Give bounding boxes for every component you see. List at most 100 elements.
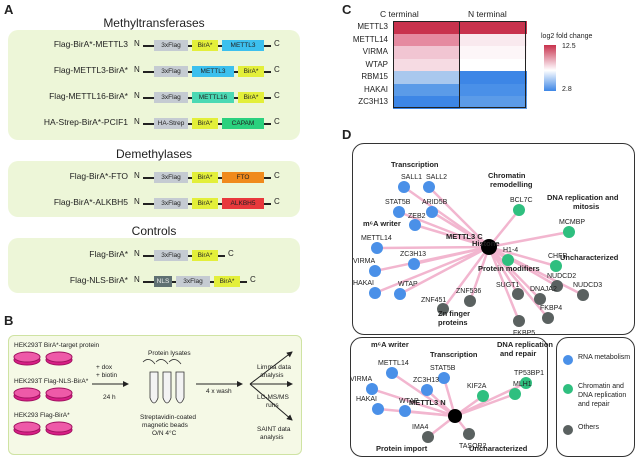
group-protein-import: Protein import: [376, 444, 428, 453]
network-node: [534, 293, 546, 305]
heatmap-row-label: WTAP: [365, 59, 388, 69]
segment-bira: BirA*: [238, 66, 264, 77]
heatmap-cell-n: [460, 96, 527, 109]
legend-swatch: [563, 355, 573, 365]
group-zinc-2: proteins: [438, 318, 468, 327]
legend-box: [556, 337, 635, 457]
n-terminus: N: [134, 275, 140, 284]
network-node-label: CHFR: [548, 253, 568, 260]
network-node-label: STAT5B: [430, 365, 456, 372]
network-node-label: ZC3H13: [400, 251, 427, 258]
tubes: [142, 359, 185, 404]
output-2b: runs: [266, 402, 279, 409]
c-terminus: C: [274, 117, 280, 126]
treat-biotin: + biotin: [96, 372, 118, 379]
segment-bira: BirA*: [192, 172, 218, 183]
segment-hastrep: HA-Strep: [154, 118, 188, 129]
construct-label: Flag-METTL16-BirA*: [49, 91, 128, 101]
col-header-n: N terminal: [468, 9, 507, 19]
group-dna-bottom-2: and repair: [500, 349, 537, 358]
heatmap-cell-c: [393, 21, 460, 34]
network-node: [502, 254, 514, 266]
network-node-label: VIRMA: [350, 376, 373, 383]
petri-dishes: [13, 351, 73, 436]
network-node: [393, 206, 405, 218]
construct-label: Flag-NLS-BirA*: [69, 275, 128, 285]
beads-label-1: Streptavidin-coated: [140, 414, 197, 421]
network-node-label: WTAP: [399, 398, 419, 405]
network-node-label: TASOR2: [459, 443, 487, 450]
network-node: [550, 260, 562, 272]
network-node-label: FKBP5: [513, 330, 536, 337]
network-node: [477, 390, 489, 402]
network-edge: [414, 223, 490, 249]
panel-d-letter: D: [342, 127, 352, 142]
network-node-label: METTL14: [378, 360, 409, 367]
network-node-label: VIRMA: [353, 258, 376, 265]
network-node-label: ZNF451: [421, 297, 447, 304]
cell-label-1: HEK293T BirA*-target protein: [14, 342, 100, 349]
segment-bira: BirA*: [192, 198, 218, 209]
heatmap-cell-c: [393, 33, 460, 46]
legend-swatch: [563, 425, 573, 435]
segment-bira: BirA*: [238, 92, 264, 103]
group-dna-1: DNA replication and: [547, 193, 619, 202]
wash-label: 4 x wash: [206, 388, 232, 395]
network-center-node: [448, 409, 462, 423]
network-edge: [374, 245, 490, 295]
network-node-label: FKBP4: [540, 305, 563, 312]
network-node-label: HAKAI: [356, 396, 378, 403]
heatmap-cell-c: [393, 71, 460, 84]
network-node: [386, 367, 398, 379]
network-node-label: IMA4: [412, 424, 429, 431]
segment-alkbh5: ALKBH5: [222, 198, 264, 209]
treat-dox: + dox: [96, 364, 113, 371]
network-edge: [488, 246, 549, 319]
segment-mettl16: METTL16: [192, 92, 234, 103]
c-terminus: C: [274, 39, 280, 48]
n-terminus: N: [134, 197, 140, 206]
segment-3xflag: 3xFlag: [176, 276, 210, 287]
segment-3xflag: 3xFlag: [154, 172, 188, 183]
segment-mettl3: METTL3: [222, 40, 264, 51]
segment-nls: NLS: [154, 276, 172, 287]
network-box-bottom: [350, 337, 548, 457]
network-node: [513, 315, 525, 327]
heatmap-divider: [459, 21, 460, 108]
network-node-label: SALL2: [426, 174, 448, 181]
legend-label: RNA metabolism: [578, 354, 631, 361]
segment-capam: CAPAM: [222, 118, 264, 129]
construct-label: Flag-METTL3-BirA*: [53, 65, 128, 75]
c-terminus: C: [274, 91, 280, 100]
panel-a-letter: A: [4, 2, 14, 17]
network-node: [369, 287, 381, 299]
segment-3xflag: 3xFlag: [154, 66, 188, 77]
network-edge: [371, 387, 456, 418]
legend-swatch: [563, 384, 573, 394]
network-node-label: MCMBP: [559, 219, 586, 226]
network-node-label: TP53BP1: [514, 370, 544, 377]
controls-title: Controls: [131, 224, 177, 238]
network-edge: [404, 409, 456, 418]
construct-label: Flag-BirA*: [89, 249, 128, 259]
network-node-label: NUDCD3: [573, 282, 603, 289]
c-terminus: C: [228, 249, 234, 258]
group-chromatin-2: remodelling: [490, 180, 533, 189]
network-node-label: ZC3H13: [413, 377, 440, 384]
c-terminus: C: [274, 171, 280, 180]
n-terminus: N: [134, 171, 140, 180]
network-edge: [487, 246, 521, 322]
network-edge: [468, 246, 491, 302]
network-node: [398, 181, 410, 193]
heatmap-cell-n: [460, 58, 527, 71]
center-label-top: METTL3 C: [446, 232, 483, 241]
network-node: [437, 303, 449, 315]
group-zinc-1: Zn finger: [438, 309, 471, 318]
legend-label: DNA replication: [578, 392, 627, 399]
network-node: [512, 288, 524, 300]
network-edge: [431, 210, 490, 249]
network-node: [577, 289, 589, 301]
network-node: [463, 428, 475, 440]
lysates-label: Protein lysates: [148, 350, 191, 357]
